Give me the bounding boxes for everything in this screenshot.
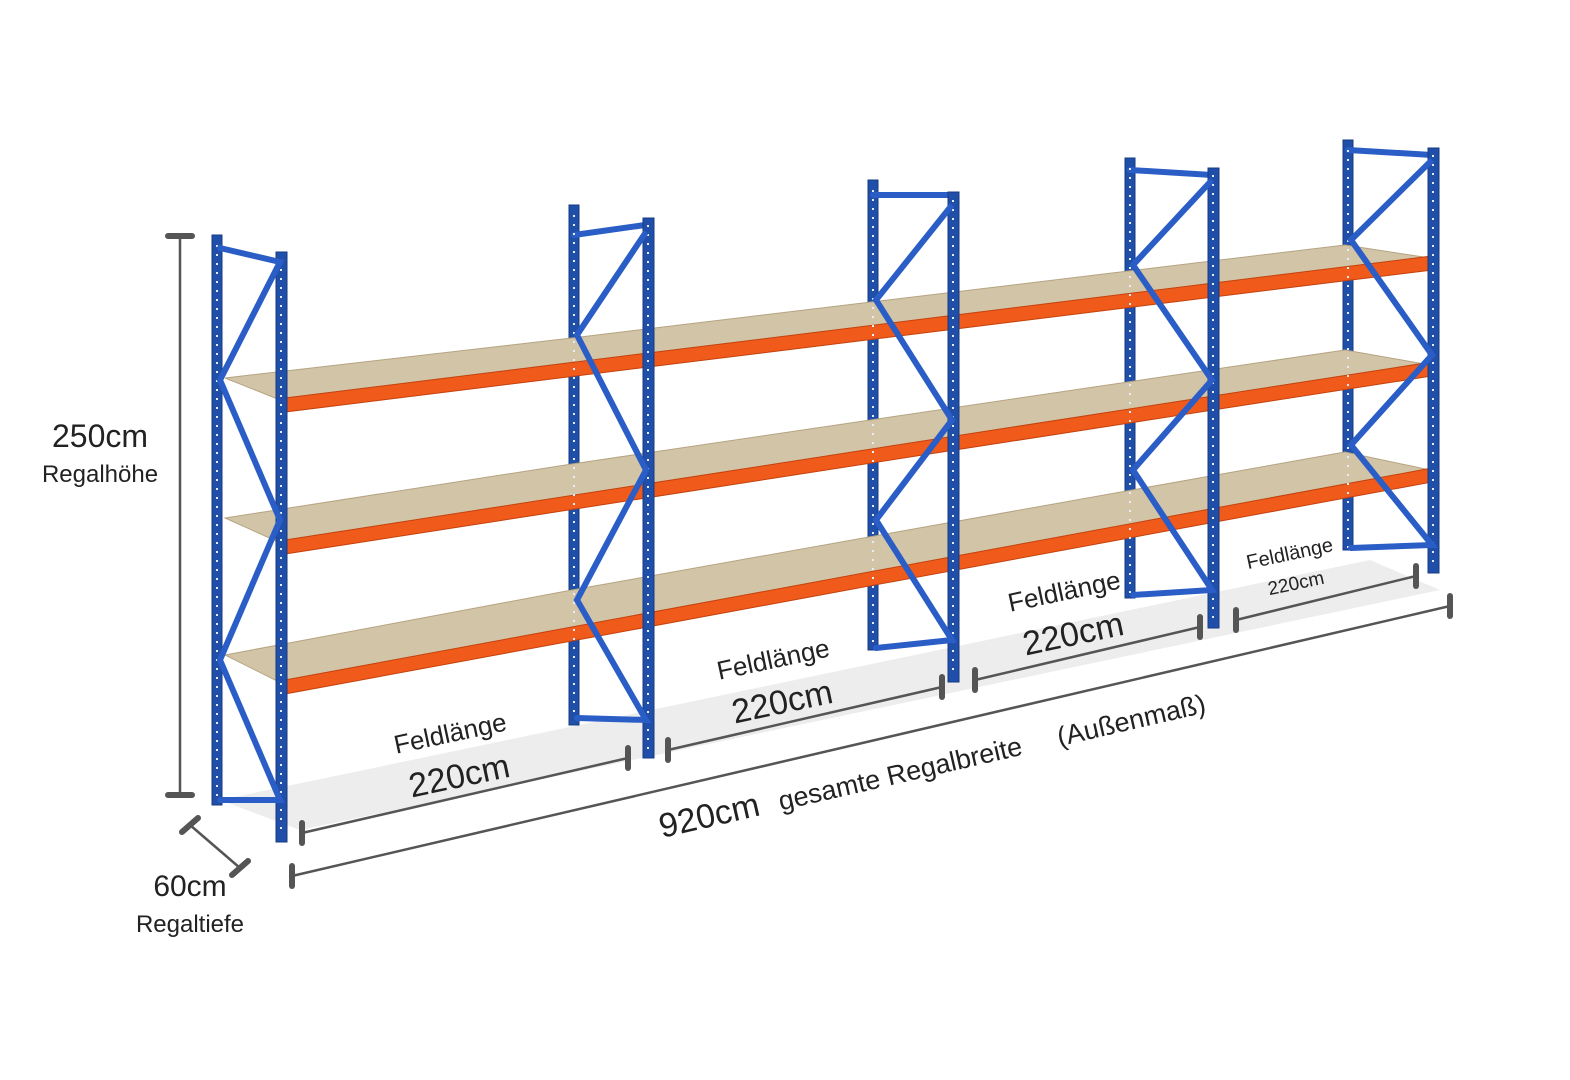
- height-value: 250cm: [52, 418, 148, 454]
- depth-label: Regaltiefe: [136, 911, 244, 938]
- front-beams: [284, 255, 1433, 695]
- height-dimension: [165, 233, 195, 798]
- height-label: Regalhöhe: [42, 461, 158, 488]
- total-width-note: (Außenmaß): [1054, 689, 1208, 752]
- total-width-dimension: [289, 593, 1453, 889]
- depth-value: 60cm: [153, 870, 226, 903]
- shelf-decks: [223, 244, 1431, 686]
- bay-dimensions: [299, 563, 1419, 846]
- total-width-label: gesamte Regalbreite: [775, 731, 1025, 816]
- front-frames: [211, 147, 1440, 843]
- total-width-value: 920cm: [655, 786, 763, 846]
- depth-dimension: [179, 815, 251, 878]
- floor-shadow: [220, 560, 1440, 830]
